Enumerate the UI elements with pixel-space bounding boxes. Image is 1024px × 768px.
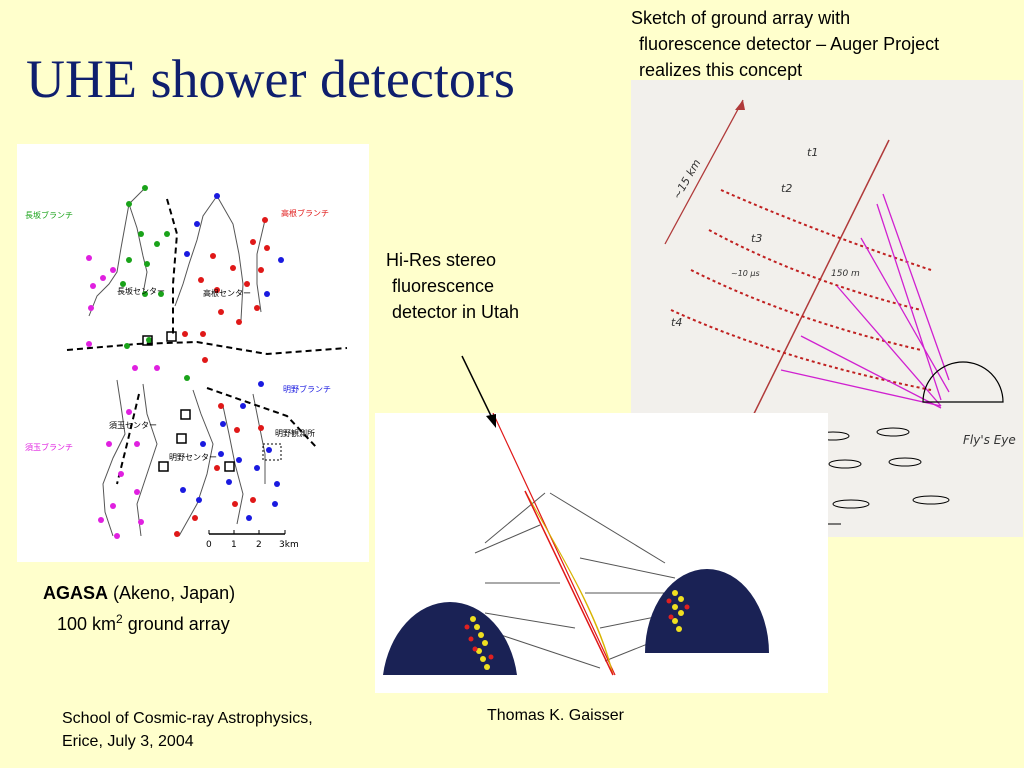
pointer-arrow bbox=[461, 355, 496, 428]
hires-caption: Hi-Res stereo fluorescence detector in U… bbox=[386, 247, 519, 325]
center-squares bbox=[142, 331, 235, 472]
scale-tick-2: 2 bbox=[256, 540, 262, 550]
hires-stereo-figure bbox=[375, 412, 828, 693]
sketch-caption: Sketch of ground array with fluorescence… bbox=[631, 5, 939, 83]
agasa-location: (Akeno, Japan) bbox=[113, 583, 236, 603]
scale-tick-0: 0 bbox=[206, 540, 212, 550]
sketch-caption-line2: fluorescence detector – Auger Project bbox=[639, 34, 940, 54]
footer-school-line2: Erice, July 3, 2004 bbox=[62, 733, 194, 750]
label-akeno-branch: 明野ブランチ bbox=[283, 384, 331, 394]
fluorescence-rays bbox=[780, 193, 950, 409]
agasa-map-svg: 長坂ブランチ 高根ブランチ 明野ブランチ 須玉ブランチ 長坂センター 高根センタ… bbox=[25, 185, 348, 550]
shower-axis bbox=[492, 412, 616, 676]
label-sudama-branch: 須玉ブランチ bbox=[25, 442, 73, 452]
green-detectors bbox=[120, 185, 190, 381]
hires1-hits-red bbox=[464, 624, 494, 660]
agasa-caption: AGASA (Akeno, Japan) 100 km2 ground arra… bbox=[43, 580, 235, 637]
scale-tick-1: 1 bbox=[231, 540, 237, 550]
label-takane-center: 高根センター bbox=[203, 288, 251, 298]
label-time: ~10 μs bbox=[731, 269, 760, 278]
hires1-dome bbox=[383, 602, 517, 675]
sketch-caption-line1: Sketch of ground array with bbox=[631, 8, 851, 28]
hires-caption-line3: detector in Utah bbox=[392, 302, 520, 322]
scale-tick-3: 3km bbox=[279, 540, 299, 550]
footer-author: Thomas K. Gaisser bbox=[487, 707, 624, 724]
label-flys-eye: Fly's Eye bbox=[963, 433, 1016, 447]
hires-caption-line1: Hi-Res stereo bbox=[386, 250, 497, 270]
magenta-detectors bbox=[86, 255, 160, 539]
label-nagasaka: 長坂ブランチ bbox=[25, 210, 73, 220]
hires2-dome bbox=[645, 569, 769, 653]
label-takane: 高根ブランチ bbox=[281, 208, 329, 218]
sketch-caption-line3: realizes this concept bbox=[639, 60, 803, 80]
agasa-name: AGASA bbox=[43, 583, 109, 603]
label-length: 150 m bbox=[831, 269, 860, 279]
slide-title: UHE shower detectors bbox=[26, 49, 515, 109]
label-t2: t2 bbox=[781, 182, 792, 195]
hires2-hits bbox=[672, 590, 684, 632]
label-sudama-center: 須玉センター bbox=[109, 421, 157, 430]
flys-eye-dome bbox=[922, 361, 1004, 403]
agasa-area: 100 km bbox=[57, 614, 117, 634]
red-detectors bbox=[174, 217, 270, 537]
footer-school: School of Cosmic-ray Astrophysics, Erice… bbox=[62, 707, 313, 753]
agasa-area-rest: ground array bbox=[122, 614, 230, 634]
agasa-map-figure: 長坂ブランチ 高根ブランチ 明野ブランチ 須玉ブランチ 長坂センター 高根センタ… bbox=[17, 144, 369, 562]
light-rays bbox=[474, 492, 676, 669]
shower-fronts bbox=[670, 189, 932, 391]
map-scale: 0 1 2 3km bbox=[206, 530, 299, 550]
label-t1: t1 bbox=[807, 146, 818, 159]
hires-caption-line2: fluorescence bbox=[392, 276, 495, 296]
hires2-hits-red bbox=[666, 598, 690, 620]
label-t3: t3 bbox=[751, 232, 762, 245]
label-observatory: 明野観測所 bbox=[275, 428, 315, 438]
hires-stereo-svg bbox=[383, 412, 769, 676]
footer-school-line1: School of Cosmic-ray Astrophysics, bbox=[62, 710, 313, 727]
label-nagasaka-center: 長坂センター bbox=[117, 286, 165, 296]
hires1-hits bbox=[470, 616, 490, 670]
label-distance: ~15 km bbox=[670, 157, 703, 201]
blue-detectors bbox=[180, 193, 284, 521]
label-t4: t4 bbox=[671, 316, 682, 329]
label-akeno-center: 明野センター bbox=[169, 453, 217, 462]
agasa-area-exp: 2 bbox=[116, 612, 123, 626]
